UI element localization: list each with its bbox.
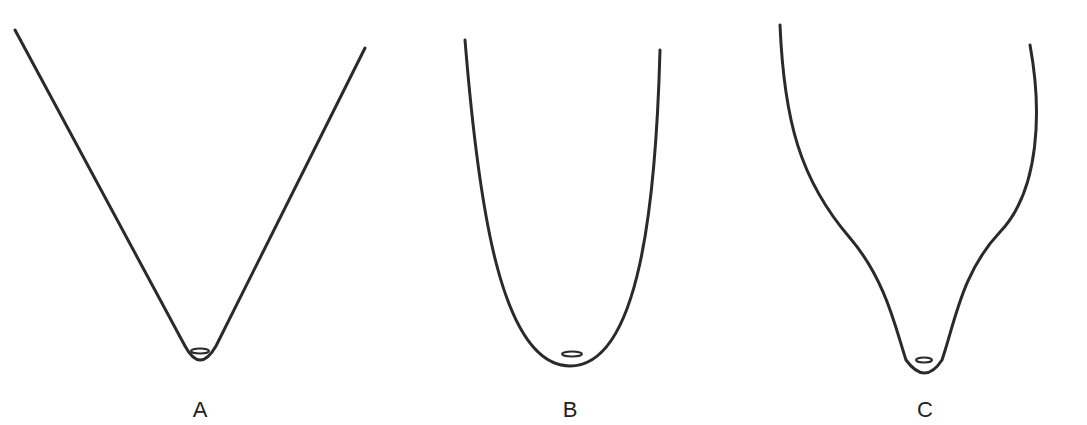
v-shaped-profile bbox=[15, 30, 365, 360]
tip-mark bbox=[562, 352, 582, 357]
flask-shaped-profile bbox=[780, 25, 1036, 373]
panel-letter: A bbox=[193, 399, 208, 421]
tip-mark bbox=[916, 358, 932, 363]
panel-letter: C bbox=[917, 399, 933, 421]
u-shaped-profile bbox=[465, 40, 660, 366]
tip-mark bbox=[191, 349, 209, 354]
panel-letter: B bbox=[563, 399, 578, 421]
